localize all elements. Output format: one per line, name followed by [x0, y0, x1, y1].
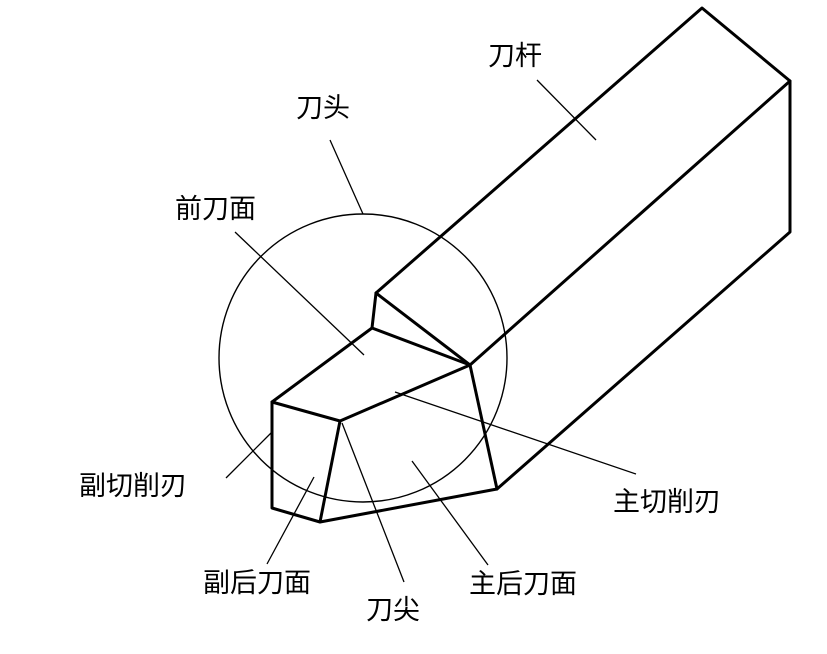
label-shank: 刀杆	[488, 41, 542, 72]
label-rake-face: 前刀面	[175, 194, 256, 225]
tool-shank	[374, 6, 792, 491]
leader-major-flank	[411, 460, 489, 566]
label-major-flank: 主后刀面	[469, 569, 577, 600]
leader-major-cutting-edge	[394, 391, 637, 475]
leader-lines	[225, 79, 637, 583]
leader-rake-face	[234, 231, 365, 356]
leader-tool-tip	[341, 422, 405, 583]
leader-minor-cutting-edge	[225, 431, 273, 479]
label-tool-tip: 刀尖	[366, 595, 420, 626]
leader-head	[329, 139, 364, 215]
label-major-cutting-edge: 主切削刃	[613, 487, 721, 518]
tool-head-body	[270, 291, 499, 524]
leader-shank	[536, 79, 597, 141]
label-minor-flank: 副后刀面	[203, 568, 311, 599]
leader-minor-flank	[266, 476, 315, 565]
label-minor-cutting-edge: 副切削刃	[79, 471, 187, 502]
label-head: 刀头	[296, 93, 350, 124]
labels: 刀杆 刀头 前刀面 副切削刃 主切削刃 副后刀面 刀尖 主后刀面	[79, 41, 721, 626]
